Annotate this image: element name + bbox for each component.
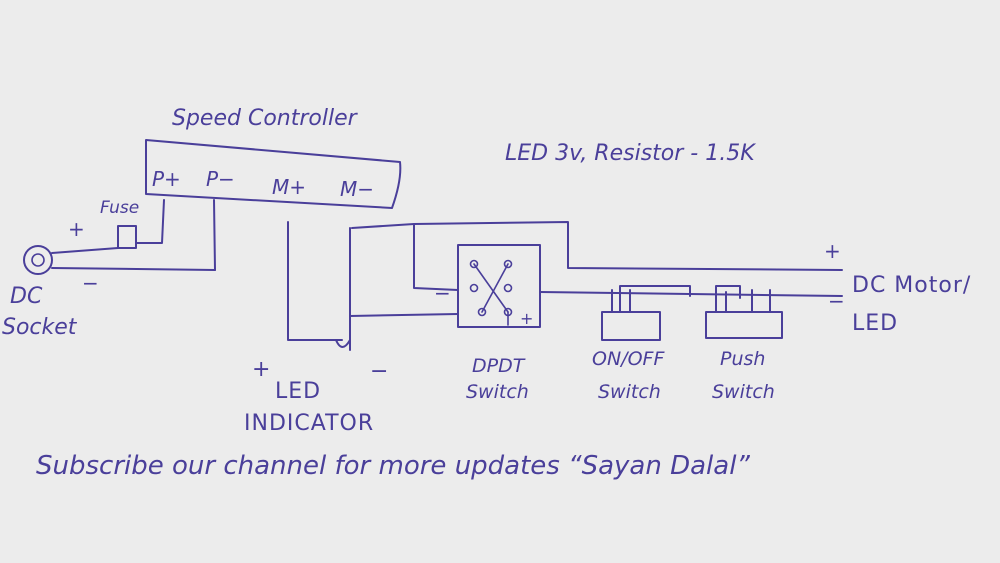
dpdt-label-2: Switch (466, 381, 529, 403)
fuse-icon (117, 199, 165, 249)
led-indicator-plus: + (252, 357, 270, 382)
dc-motor-label: DC Motor/ (852, 273, 971, 298)
terminal-p-plus: P+ (152, 167, 181, 191)
led-indicator-label-2: INDICATOR (244, 411, 374, 436)
led-indicator-minus: − (370, 359, 388, 384)
fuse-label: Fuse (100, 198, 139, 218)
wire-top-loop (351, 221, 843, 271)
led-indicator-symbol (335, 339, 351, 348)
wire-led-to-dpdt (349, 313, 459, 317)
dpdt-plus: + (520, 309, 533, 328)
terminal-p-minus: P− (206, 167, 235, 191)
dc-socket-icon (23, 245, 216, 275)
onoff-switch-icon (601, 285, 691, 341)
push-label-1: Push (720, 348, 765, 370)
terminal-m-plus: M+ (272, 175, 306, 199)
wire-left-dpdt (413, 223, 459, 291)
dpdt-switch-icon (457, 244, 541, 328)
socket-minus: − (82, 271, 99, 295)
onoff-label-2: Switch (598, 381, 661, 403)
led-output-label: LED (852, 311, 898, 336)
onoff-label-1: ON/OFF (592, 348, 665, 370)
dc-label: DC (10, 284, 43, 309)
output-minus: − (828, 289, 845, 313)
wire-m-plus (287, 221, 343, 341)
push-switch-icon (705, 285, 783, 339)
terminal-m-minus: M− (340, 177, 374, 201)
footer-subscribe-text: Subscribe our channel for more updates “… (36, 451, 750, 481)
socket-plus: + (68, 217, 85, 241)
speed-controller-label: Speed Controller (172, 106, 359, 131)
push-label-2: Switch (712, 381, 775, 403)
led-resistor-note: LED 3v, Resistor - 1.5K (505, 141, 756, 166)
speed-controller-box (145, 139, 402, 209)
output-plus: + (824, 239, 841, 263)
socket-label: Socket (2, 315, 78, 340)
dpdt-minus: − (434, 281, 451, 305)
dpdt-label-1: DPDT (472, 355, 526, 377)
wire-p-minus (213, 199, 216, 271)
led-indicator-label-1: LED (275, 379, 321, 404)
